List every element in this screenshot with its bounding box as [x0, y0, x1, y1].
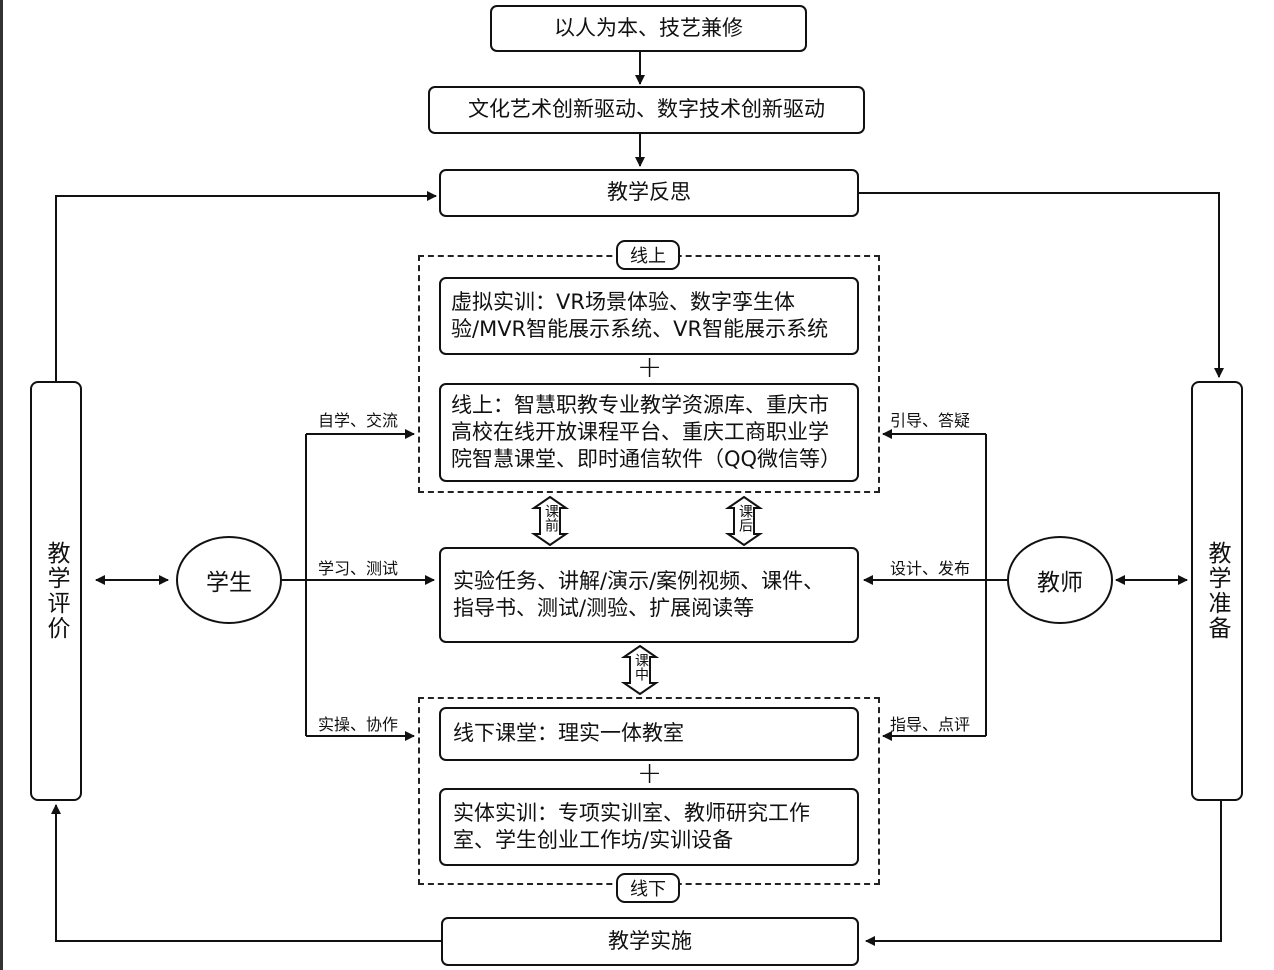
stage-after: 课后 — [718, 496, 770, 546]
arrow-implement-to-evaluate — [51, 804, 441, 942]
stage-during: 课中 — [614, 645, 666, 695]
stage-before-label: 课前 — [543, 504, 559, 532]
label-guide-review: 指导、点评 — [890, 715, 971, 734]
node-physical-training: 实体实训：专项实训室、教师研究工作室、学生创业工作坊/实训设备 — [439, 788, 859, 866]
label-practice: 实操、协作 — [318, 715, 399, 734]
actor-student: 学生 — [176, 536, 282, 624]
node-tasks: 实验任务、讲解/演示/案例视频、课件、指导书、测试/测验、扩展阅读等 — [439, 547, 859, 643]
plus-offline: + — [637, 756, 663, 791]
node-evaluate-label: 教学评价 — [43, 541, 69, 641]
node-vr-training: 虚拟实训：VR场景体验、数字孪生体验/MVR智能展示系统、VR智能展示系统 — [439, 277, 859, 355]
label-guide-answer: 引导、答疑 — [890, 411, 971, 430]
node-evaluate: 教学评价 — [30, 381, 82, 801]
stage-during-shape — [620, 645, 660, 695]
arrow-reflect-to-prepare — [858, 192, 1224, 378]
actor-teacher: 教师 — [1007, 536, 1113, 624]
plus-online: + — [637, 350, 663, 385]
node-online-resources: 线上：智慧职教专业教学资源库、重庆市高校在线开放课程平台、重庆工商职业学院智慧课… — [439, 383, 859, 482]
stage-after-shape — [724, 496, 764, 546]
node-top: 以人为本、技艺兼修 — [490, 5, 807, 52]
node-implement: 教学实施 — [441, 917, 859, 966]
node-prepare: 教学准备 — [1191, 381, 1243, 801]
online-group-tag: 线上 — [616, 240, 680, 270]
node-reflect: 教学反思 — [439, 169, 859, 217]
arrow-prepare-to-implement — [865, 800, 1222, 946]
arrow-evaluate-to-reflect — [55, 191, 437, 381]
node-drive: 文化艺术创新驱动、数字技术创新驱动 — [428, 86, 865, 134]
node-classroom: 线下课堂：理实一体教室 — [439, 707, 859, 761]
label-study-test: 学习、测试 — [318, 559, 399, 578]
label-design-publish: 设计、发布 — [890, 559, 971, 578]
offline-group-tag: 线下 — [616, 873, 680, 903]
window-edge — [0, 0, 3, 970]
stage-during-label: 课中 — [633, 653, 649, 681]
stage-before: 课前 — [524, 496, 576, 546]
node-prepare-label: 教学准备 — [1204, 541, 1230, 641]
label-self-study: 自学、交流 — [318, 411, 399, 430]
stage-after-label: 课后 — [737, 504, 753, 532]
stage-before-shape — [530, 496, 570, 546]
